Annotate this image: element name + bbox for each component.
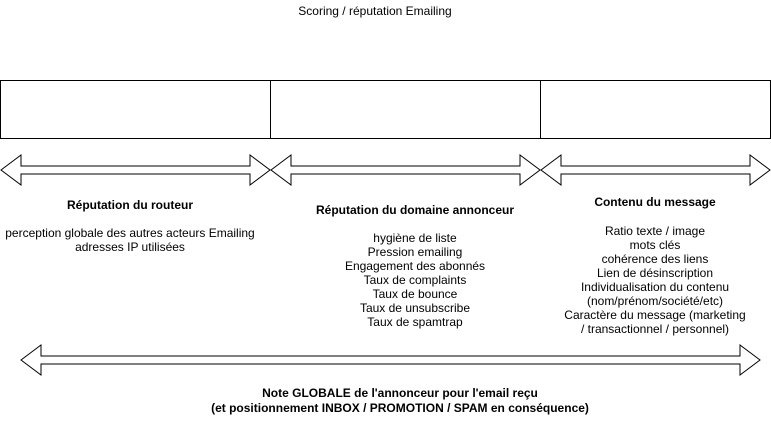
line-item: perception globale des autres acteurs Em… bbox=[5, 226, 255, 240]
lines-contenu: Ratio texte / image mots clés cohérence … bbox=[555, 224, 755, 336]
line-item: Pression emailing bbox=[367, 245, 463, 259]
line-item: Taux de bounce bbox=[372, 287, 458, 301]
line-item: (nom/prénom/société/etc) bbox=[586, 294, 724, 308]
line-item: / transactionnel / personnel) bbox=[580, 322, 730, 336]
lines-domaine: hygiène de liste Pression emailing Engag… bbox=[270, 231, 560, 329]
column-box-domaine bbox=[270, 80, 541, 139]
heading-routeur: Réputation du routeur bbox=[67, 198, 193, 212]
diagram-title: Scoring / réputation Emailing bbox=[298, 4, 452, 18]
global-note-line-1: Note GLOBALE de l'annonceur pour l'email… bbox=[262, 386, 538, 400]
line-item: Ratio texte / image bbox=[604, 224, 706, 238]
line-item: cohérence des liens bbox=[601, 252, 709, 266]
line-item: Taux de spamtrap bbox=[367, 315, 463, 329]
line-item: Taux de complaints bbox=[363, 273, 467, 287]
line-item: Taux de unsubscribe bbox=[359, 301, 471, 315]
global-note: Note GLOBALE de l'annonceur pour l'email… bbox=[30, 386, 770, 416]
line-item: Lien de désinscription bbox=[596, 266, 714, 280]
line-item: mots clés bbox=[629, 238, 681, 252]
double-arrow-routeur bbox=[0, 154, 271, 186]
heading-domaine: Réputation du domaine annonceur bbox=[315, 203, 514, 217]
double-arrow-domaine bbox=[270, 154, 541, 186]
line-item: Caractère du message (marketing bbox=[564, 308, 746, 322]
global-note-line-2: (et positionnement INBOX / PROMOTION / S… bbox=[211, 401, 589, 415]
double-arrow-global bbox=[20, 344, 761, 376]
line-item: Engagement des abonnés bbox=[344, 259, 486, 273]
line-item: hygiène de liste bbox=[373, 231, 457, 245]
heading-contenu: Contenu du message bbox=[594, 195, 716, 209]
line-item: adresses IP utilisées bbox=[75, 240, 185, 254]
lines-routeur: perception globale des autres acteurs Em… bbox=[0, 226, 260, 254]
line-item: Individualisation du contenu bbox=[580, 280, 730, 294]
double-arrow-contenu bbox=[540, 154, 771, 186]
